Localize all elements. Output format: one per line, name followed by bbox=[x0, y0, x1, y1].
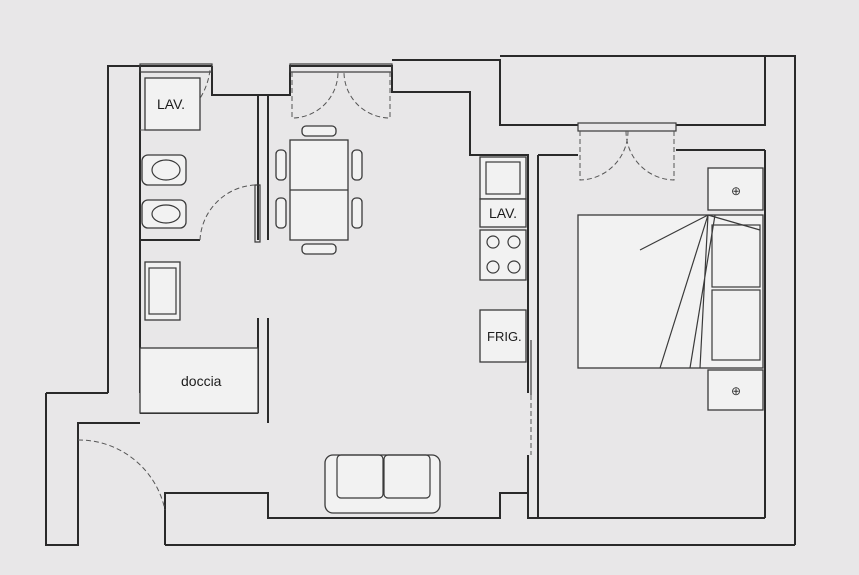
chair bbox=[351, 197, 363, 229]
entrance-door-swing bbox=[77, 439, 166, 511]
chair bbox=[301, 125, 337, 137]
outer-walls bbox=[45, 55, 796, 546]
kitchen-washbasin bbox=[479, 198, 527, 228]
bathroom-door-swing bbox=[199, 184, 256, 241]
shower-label: doccia bbox=[181, 373, 222, 389]
living-window-left-leaf bbox=[291, 71, 339, 119]
cooktop bbox=[479, 229, 527, 281]
kitchen-unit: LAV. FRIG. bbox=[479, 156, 527, 363]
nightstand bbox=[707, 167, 764, 211]
bathroom-washbasin bbox=[144, 77, 201, 131]
bathroom-window bbox=[139, 63, 213, 73]
svg-text:⊕: ⊕ bbox=[731, 384, 741, 398]
bedroom-window-right-leaf bbox=[625, 130, 675, 181]
chair bbox=[275, 197, 287, 229]
bathroom-washbasin-label: LAV. bbox=[157, 96, 185, 112]
chair bbox=[351, 149, 363, 181]
living-window bbox=[289, 63, 393, 73]
bathroom-sink bbox=[144, 261, 181, 321]
bedroom-window bbox=[577, 122, 677, 132]
fridge-label: FRIG. bbox=[487, 329, 522, 344]
sofa bbox=[324, 454, 441, 514]
kitchen-sink bbox=[479, 156, 527, 200]
shower bbox=[139, 347, 259, 414]
chair bbox=[301, 243, 337, 255]
chair bbox=[275, 149, 287, 181]
nightstand bbox=[707, 369, 764, 411]
living-window-right-leaf bbox=[343, 71, 391, 119]
bed bbox=[577, 214, 764, 369]
fridge bbox=[479, 309, 527, 363]
nightstands: ⊕ ⊕ bbox=[707, 167, 764, 411]
kitchen-washbasin-label: LAV. bbox=[489, 205, 517, 221]
dining-table bbox=[275, 125, 363, 255]
svg-text:⊕: ⊕ bbox=[731, 184, 741, 198]
bathroom-fixtures: LAV. doccia bbox=[139, 77, 259, 414]
